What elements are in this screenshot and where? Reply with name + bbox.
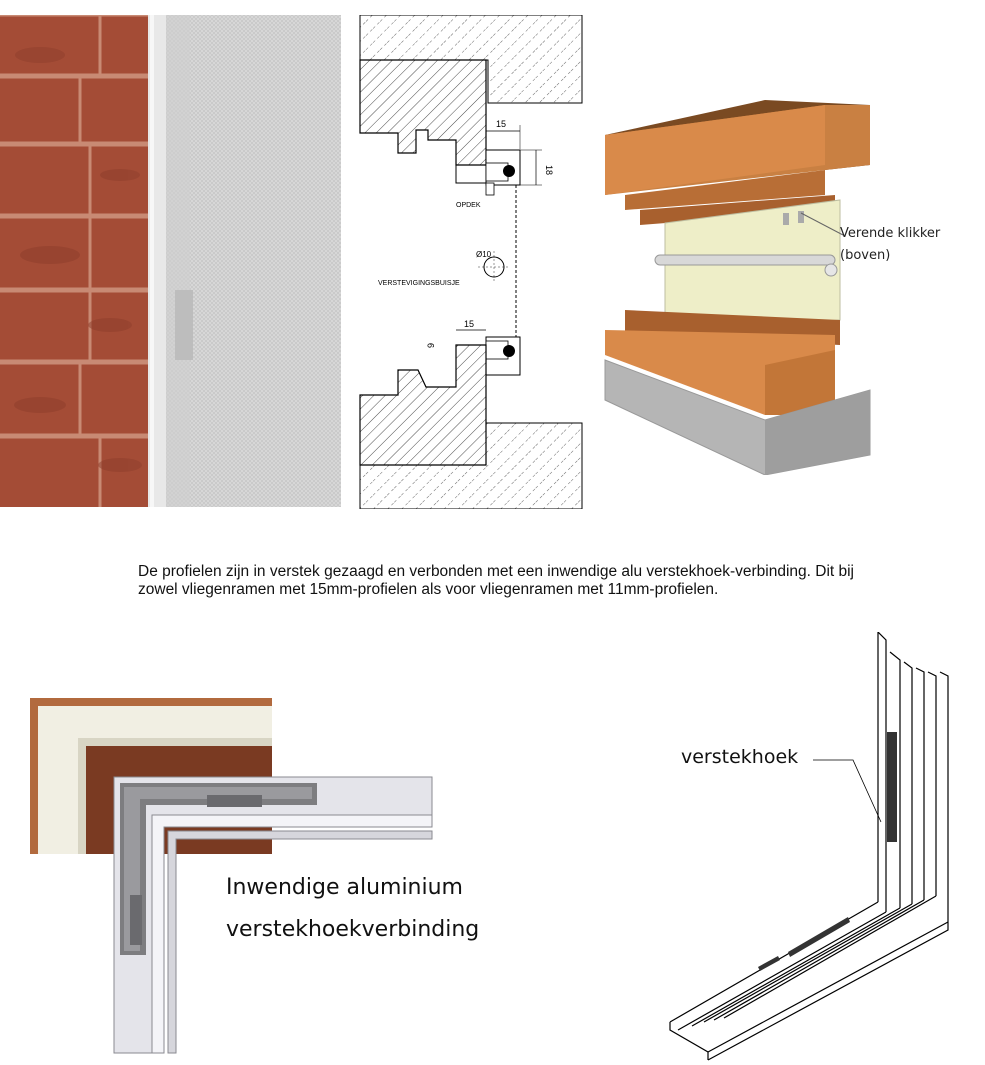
section-drawing: 15 18 OPDEK Ø10 VERSTEVIGINGSBUISJE 15 9 [358,15,584,509]
dim-top-height: 18 [544,165,554,175]
callout-verende-klikker: Verende klikker [840,226,941,241]
label-diameter: Ø10 [476,250,492,259]
label-tube: VERSTEVIGINGSBUISJE [378,280,460,287]
section-drawing-graphic: 15 18 OPDEK Ø10 VERSTEVIGINGSBUISJE 15 9 [359,15,583,509]
dim-top-width: 15 [496,119,506,129]
corner-cutaway [112,775,436,1055]
brick-photo-graphic [0,15,341,507]
callout-boven: (boven) [840,248,891,263]
label-inwendige-aluminium: Inwendige aluminium [226,875,463,900]
corner-photo-graphic [30,698,272,854]
corner-line-drawing [668,632,950,1062]
brick-wall-photo [0,15,341,507]
corner-photo [30,698,272,854]
caption: De profielen zijn in verstek gezaagd en … [138,563,855,598]
label-opdek: OPDEK [456,202,481,209]
render-3d-graphic [604,100,871,475]
dim-bottom-width: 15 [464,319,474,329]
corner-line-graphic [669,632,949,1061]
dim-bottom-height: 9 [426,343,436,348]
label-verstekhoekverbinding: verstekhoekverbinding [226,917,480,942]
corner-cutaway-graphic [113,776,433,1054]
render-3d [595,95,880,475]
label-verstekhoek: verstekhoek [681,746,799,768]
